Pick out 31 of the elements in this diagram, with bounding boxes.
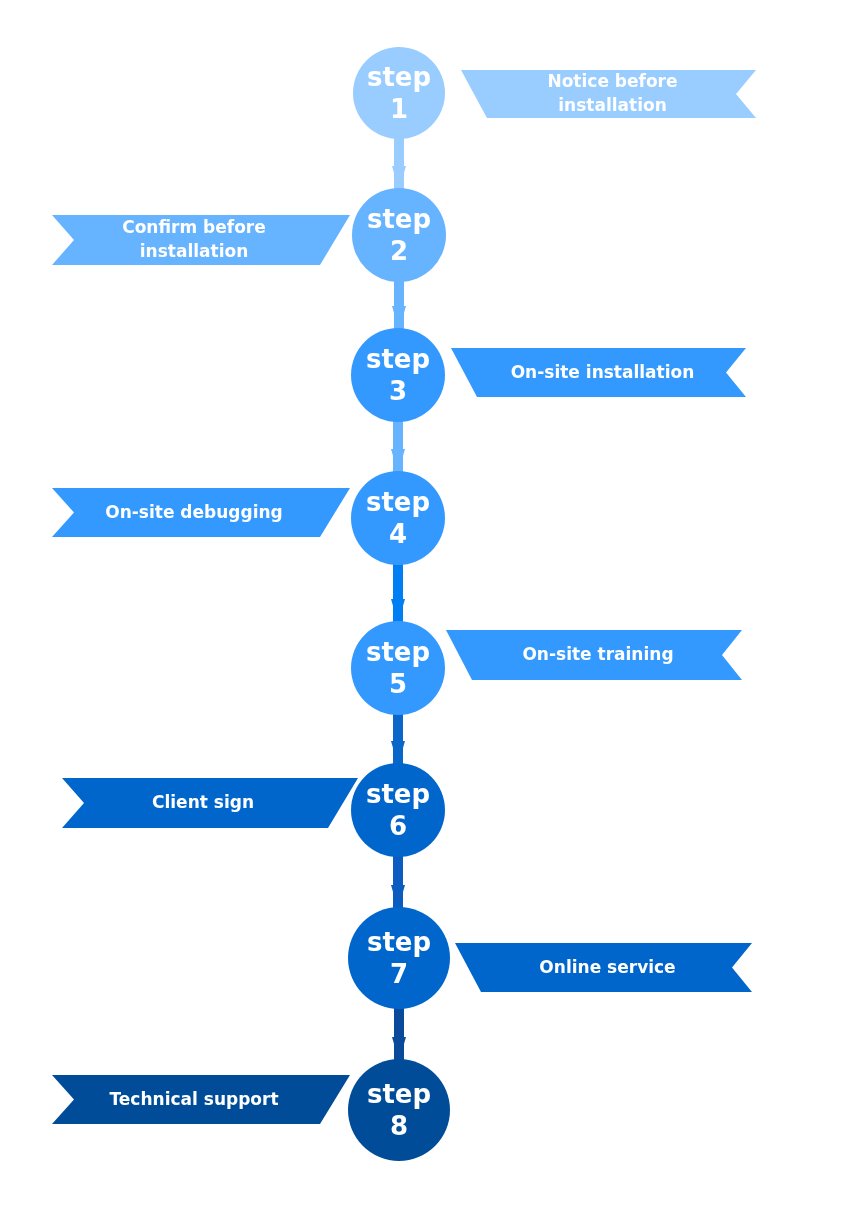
arrow — [391, 713, 405, 765]
ribbon-banner — [451, 348, 746, 397]
ribbon-banner — [461, 70, 756, 118]
ribbon-banner — [52, 215, 350, 265]
banner-label: Notice before installation — [546, 70, 679, 117]
ribbon-banner — [52, 1075, 350, 1124]
step-label: step 1 — [365, 60, 433, 126]
step-label: step 4 — [364, 485, 432, 551]
banner-label: On-site installation — [510, 360, 695, 384]
step-label: step 8 — [365, 1077, 433, 1143]
arrow — [391, 420, 405, 473]
banner-label: On-site training — [522, 643, 674, 667]
arrow — [392, 1007, 406, 1061]
ribbon-banner — [455, 943, 752, 992]
banner-label: Technical support — [109, 1087, 279, 1111]
arrow — [392, 137, 406, 190]
step-label: step 2 — [365, 202, 433, 268]
ribbon-banner — [446, 630, 742, 680]
banner-label: Client sign — [152, 791, 254, 815]
banner-label: On-site debugging — [105, 500, 283, 524]
arrow — [392, 280, 406, 330]
step-label: step 5 — [364, 635, 432, 701]
step-label: step 6 — [364, 777, 432, 843]
arrow — [391, 563, 405, 623]
arrow — [391, 855, 405, 909]
ribbon-banner — [52, 488, 350, 537]
ribbon-banner — [62, 778, 358, 828]
step-label: step 3 — [364, 342, 432, 408]
banner-label: Online service — [539, 955, 676, 979]
banner-label: Confirm before installation — [121, 216, 267, 263]
step-label: step 7 — [365, 925, 433, 991]
